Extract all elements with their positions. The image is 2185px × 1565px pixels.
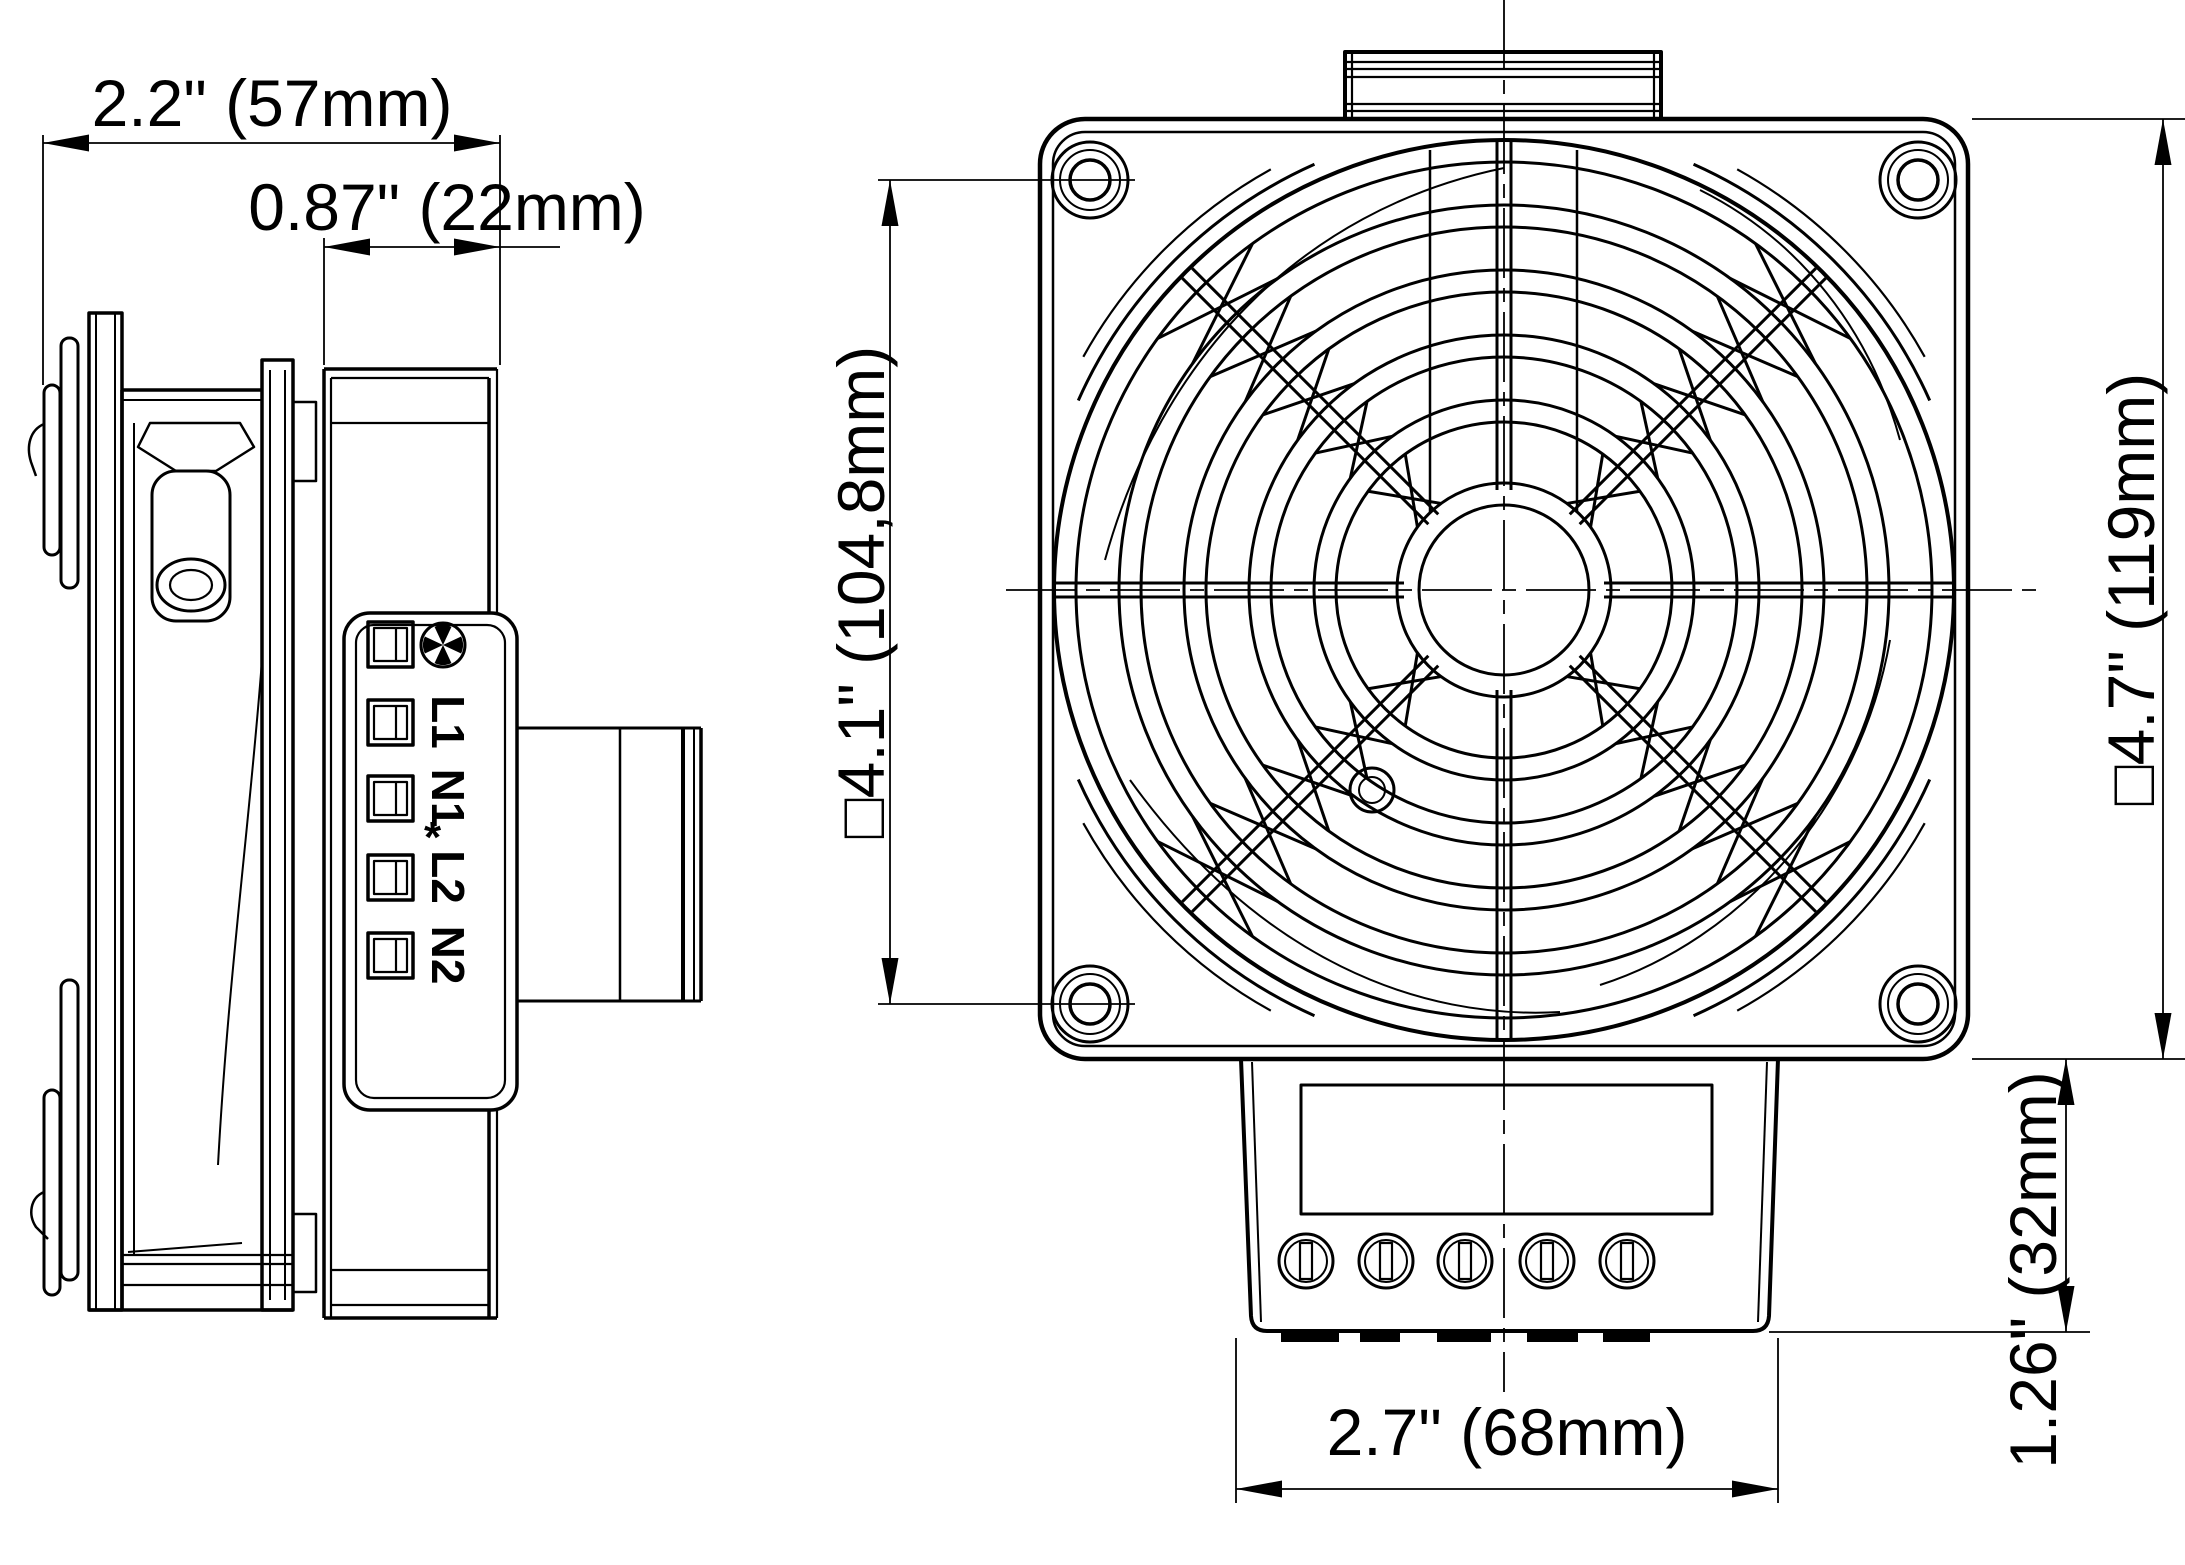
front-view [1037, 50, 1971, 1342]
back-plate [87, 311, 124, 1312]
grille-screw-hole [1348, 766, 1396, 814]
terminal-label-n2: N2 [422, 926, 474, 985]
terminal-note-asterisk: * [424, 813, 442, 862]
terminal-label-l2: L2 [422, 850, 474, 904]
cable-gland [136, 421, 256, 623]
rating-label-area [1299, 1083, 1714, 1216]
terminal-box-screws [1277, 1232, 1656, 1290]
terminal-box-feet [1281, 1333, 1650, 1342]
earth-terminal-icon [419, 621, 467, 669]
dim-box-height-label: 1.26" (32mm) [1996, 1071, 2070, 1469]
bottom-bolt [291, 1212, 318, 1294]
terminal-label-l1: L1 [422, 695, 474, 749]
dim-overall-height-label: □4.7" (119mm) [2094, 373, 2168, 806]
dimensions: 2.2" (57mm) 0.87" (22mm) □4.1" (104,8mm)… [42, 66, 2185, 1503]
dimension-arrowheads [43, 119, 2172, 1498]
din-clip [27, 336, 80, 1297]
din-slide-block [1343, 50, 1663, 121]
top-bolt [291, 400, 318, 483]
grille-screw-hole-inner [1358, 776, 1386, 804]
fan-grille [1052, 138, 1956, 1042]
fan-outlet-flange [497, 726, 703, 1003]
dim-hole-spacing-label: □4.1" (104,8mm) [824, 346, 898, 838]
dim-side-width-label: 2.2" (57mm) [92, 66, 453, 140]
terminal-label-n1: N1 [422, 769, 474, 828]
front-housing: L1 N1 L2 N2 * [322, 367, 703, 1320]
heater-body [89, 358, 318, 1312]
side-view: L1 N1 L2 N2 * [27, 311, 703, 1320]
dim-side-depth-label: 0.87" (22mm) [248, 170, 646, 244]
dim-box-width-label: 2.7" (68mm) [1327, 1395, 1688, 1469]
terminal-panel: L1 N1 L2 N2 * [342, 611, 519, 1112]
grille-corner-tabs [1076, 162, 1932, 1018]
terminal-box [1239, 1058, 1780, 1342]
terminal-screw-clamps [366, 620, 415, 980]
internal-wire [217, 659, 263, 1166]
